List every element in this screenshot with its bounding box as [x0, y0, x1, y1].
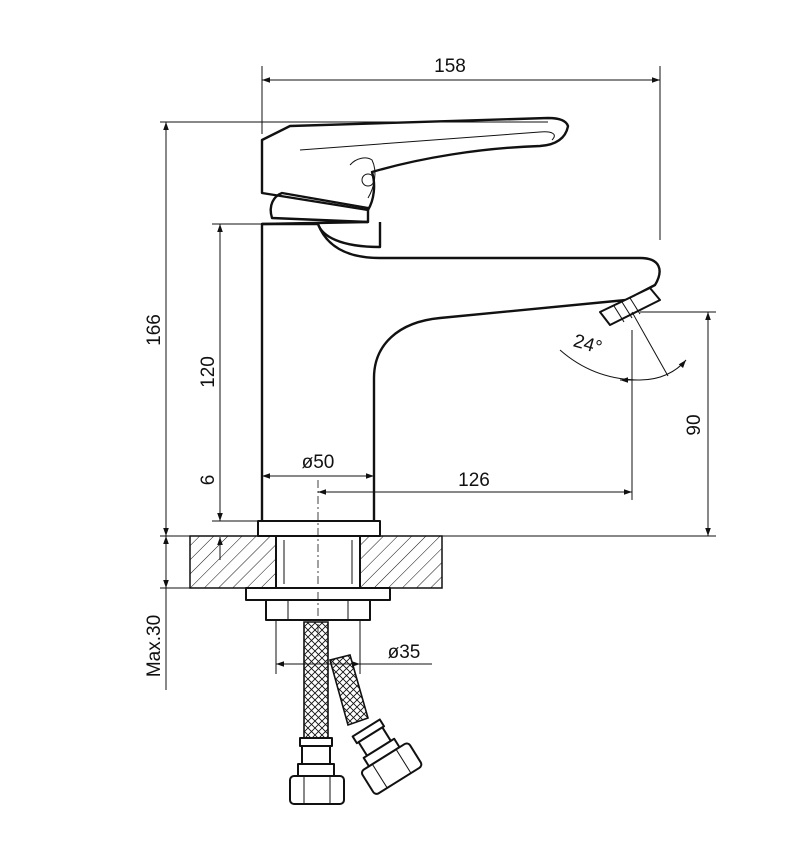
dim-max-thickness: Max.30: [144, 615, 165, 677]
countertop-right: [359, 535, 443, 589]
hose-right: [329, 654, 369, 727]
countertop: [189, 535, 452, 589]
handle-collar: [269, 191, 370, 224]
dim-outlet-height: 90: [684, 414, 705, 435]
dim-total-height: 166: [144, 314, 165, 346]
dim-hole-diameter: ø35: [388, 642, 421, 663]
body-and-spout: [260, 222, 661, 521]
dim-spout-reach: 126: [458, 470, 490, 491]
dim-total-width: 158: [434, 56, 466, 77]
countertop-left: [189, 535, 277, 589]
dim-base-height: 6: [198, 475, 219, 486]
dim-body-height: 120: [198, 356, 219, 388]
dimension-lines: [160, 66, 716, 690]
hose-left: [303, 621, 329, 739]
hose-nut-right: [361, 742, 423, 795]
hose-nut-left: [289, 775, 345, 805]
base-flange: [257, 520, 381, 537]
dim-spout-angle: 24°: [571, 331, 604, 359]
hoses: [289, 621, 423, 805]
handle-pivot: [361, 173, 375, 187]
handle-lever: [260, 116, 570, 212]
dim-base-diameter: ø50: [302, 452, 335, 473]
collar-curve: [316, 222, 382, 249]
aerator: [599, 287, 661, 326]
